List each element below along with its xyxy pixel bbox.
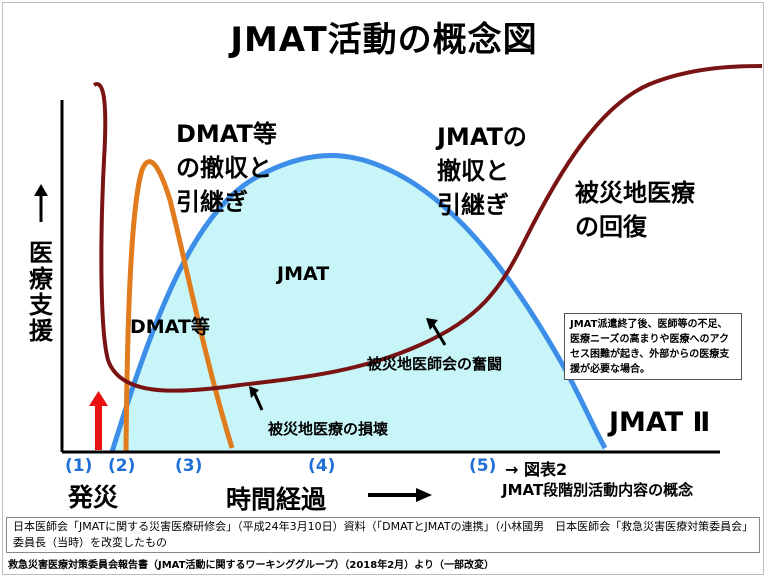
phase-5: (5) xyxy=(469,456,497,476)
jmat-curve xyxy=(109,153,608,453)
recovery-line-1: 被災地医療 xyxy=(575,179,695,207)
phase-1: (1) xyxy=(65,456,93,476)
y-axis-arrow xyxy=(34,184,48,222)
dmat-withdraw-label: DMAT等 の撤収と 引継ぎ xyxy=(176,117,277,219)
credit-note: 救急災害医療対策委員会報告書（JMAT活動に関するワーキンググループ）（2018… xyxy=(8,560,494,571)
dmat-withdraw-line-2: の撤収と xyxy=(176,154,272,182)
phase-4: (4) xyxy=(308,456,336,476)
damage-pointer-arrow xyxy=(249,386,264,411)
figure-title: JMAT活動の概念図 xyxy=(230,20,538,60)
jmat-withdraw-line-1: JMATの xyxy=(437,123,527,151)
jmat-withdraw-line-2: 撤収と xyxy=(437,157,509,185)
y-axis-label: 医療支援 xyxy=(29,239,53,345)
dmat-withdraw-line-1: DMAT等 xyxy=(176,120,277,148)
effort-pointer-arrow xyxy=(426,318,447,346)
jmat-area xyxy=(112,155,605,452)
dmat-curve xyxy=(123,159,235,453)
recovery-label: 被災地医療 の回復 xyxy=(575,176,695,244)
dmat-withdraw-line-3: 引継ぎ xyxy=(176,188,248,216)
jmat2-label: JMAT Ⅱ xyxy=(609,407,711,438)
time-label: 時間経過 xyxy=(226,485,327,514)
figure-caption: JMAT段階別活動内容の概念 xyxy=(502,481,694,499)
onset-arrow xyxy=(89,391,108,450)
jmat-withdraw-label: JMATの 撤収と 引継ぎ xyxy=(437,120,527,222)
time-arrow xyxy=(368,488,432,502)
onset-label: 発災 xyxy=(68,483,119,512)
jmat-withdraw-line-3: 引継ぎ xyxy=(437,191,509,219)
effort-label: 被災地医師会の奮闘 xyxy=(367,355,503,373)
phase-2: (2) xyxy=(108,456,136,476)
jmat2-note: JMAT派遣終了後、医師等の不足、医療ニーズの高まりや医療へのアクセス困難が起き… xyxy=(564,313,742,380)
jmat-center-label: JMAT xyxy=(277,263,330,285)
damage-label: 被災地医療の損壊 xyxy=(268,420,389,438)
source-note: 日本医師会「JMATに関する災害医療研修会」（平成24年3月10日）資料（「DM… xyxy=(6,517,760,553)
figure-ref: → 図表2 xyxy=(505,460,568,479)
recovery-curve xyxy=(92,64,763,393)
dmat-center-label: DMAT等 xyxy=(130,316,210,338)
recovery-line-2: の回復 xyxy=(575,213,647,241)
phase-3: (3) xyxy=(175,456,203,476)
